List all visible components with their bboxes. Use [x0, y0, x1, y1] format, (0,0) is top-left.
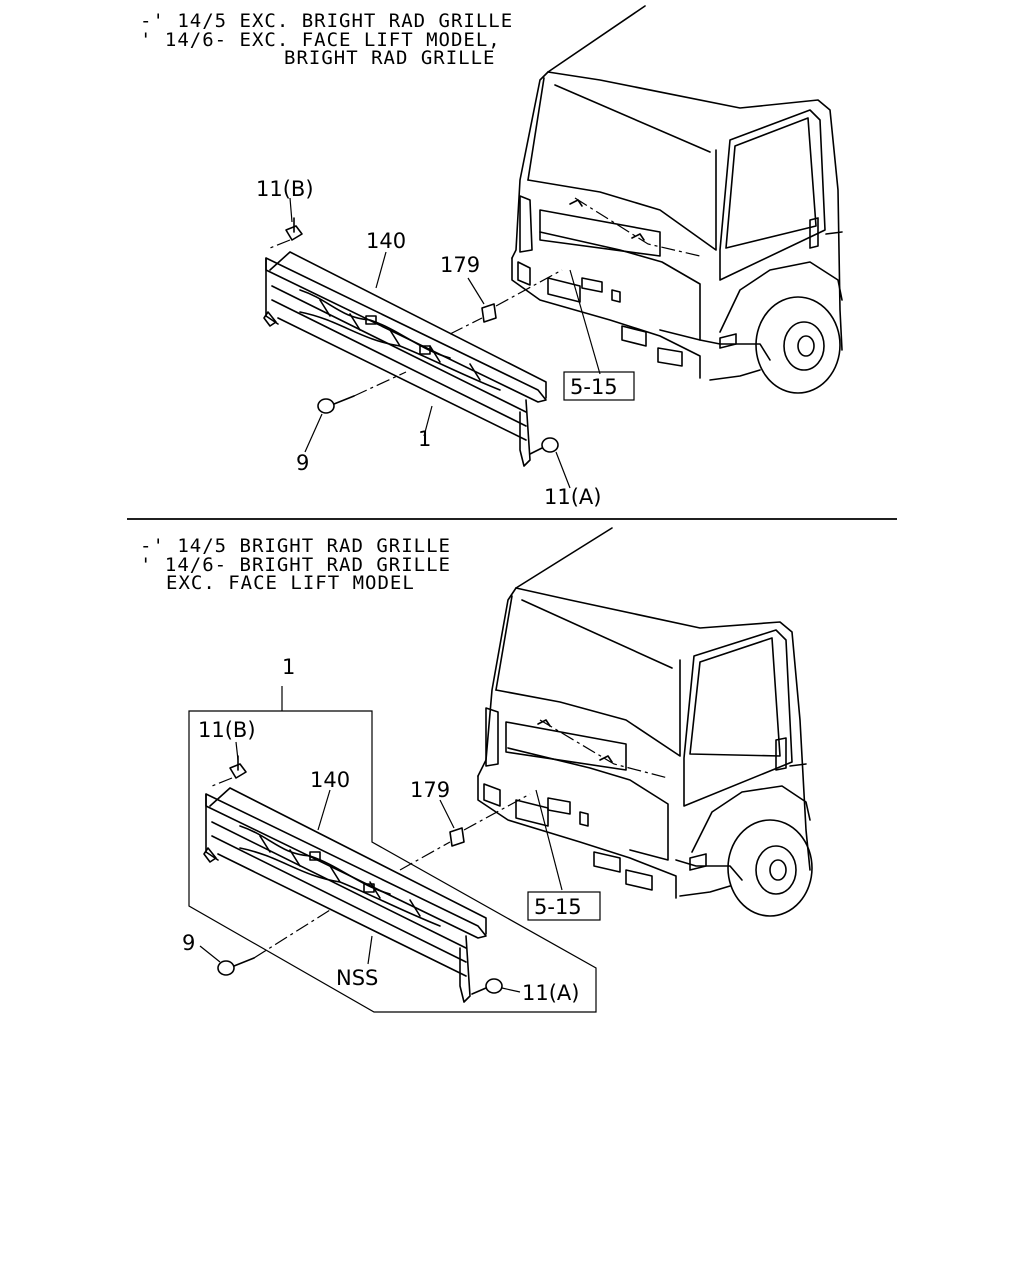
- bottom-callout-140: 140: [310, 768, 350, 792]
- bottom-callout-nss: NSS: [336, 966, 378, 990]
- top-callout-box-5-15: [563, 371, 635, 401]
- top-callout-1: 1: [418, 427, 431, 451]
- top-panel: -' 14/5 EXC. BRIGHT RAD GRILLE ' 14/6- E…: [140, 5, 843, 509]
- clip-11a-bottom: [471, 978, 503, 995]
- clip-11a-top: [529, 437, 559, 455]
- assembly-box-1: [188, 710, 597, 1013]
- bottom-callout-179: 179: [410, 778, 450, 802]
- truck-cab-bottom: [477, 527, 813, 917]
- top-callout-11a: 11(A): [544, 485, 601, 509]
- top-callout-140: 140: [366, 229, 406, 253]
- truck-cab-top: [511, 5, 843, 394]
- clip-11b-top: [285, 217, 303, 241]
- screw-9-top: [317, 395, 355, 414]
- top-callout-9: 9: [296, 451, 309, 475]
- bottom-callout-box-5-15: [527, 891, 601, 921]
- bottom-panel: -' 14/5 BRIGHT RAD GRILLE ' 14/6- BRIGHT…: [140, 527, 813, 1013]
- bottom-callout-11b: 11(B): [198, 718, 256, 742]
- bottom-callout-9: 9: [182, 931, 195, 955]
- bottom-callout-5-15: 5-15: [534, 895, 582, 919]
- top-callout-5-15: 5-15: [570, 375, 618, 399]
- bottom-callout-1: 1: [282, 655, 295, 679]
- bottom-callout-11a: 11(A): [522, 981, 579, 1005]
- grille-top: [263, 251, 547, 467]
- top-callout-11b: 11(B): [256, 177, 314, 201]
- bottom-note-line-3: EXC. FACE LIFT MODEL: [166, 572, 415, 594]
- top-note-line-3: BRIGHT RAD GRILLE: [284, 47, 495, 69]
- bottom-note-line-1: -' 14/5 BRIGHT RAD GRILLE: [140, 535, 451, 557]
- bottom-note-line-2: ' 14/6- BRIGHT RAD GRILLE: [140, 554, 451, 576]
- top-note-line-1: -' 14/5 EXC. BRIGHT RAD GRILLE: [140, 10, 513, 32]
- top-callout-179: 179: [440, 253, 480, 277]
- clip-179-top: [481, 303, 497, 323]
- clip-179-bottom: [449, 827, 465, 847]
- screw-9-bottom: [217, 957, 255, 976]
- top-note-line-2: ' 14/6- EXC. FACE LIFT MODEL,: [140, 29, 501, 51]
- grille-bottom: [203, 787, 487, 1003]
